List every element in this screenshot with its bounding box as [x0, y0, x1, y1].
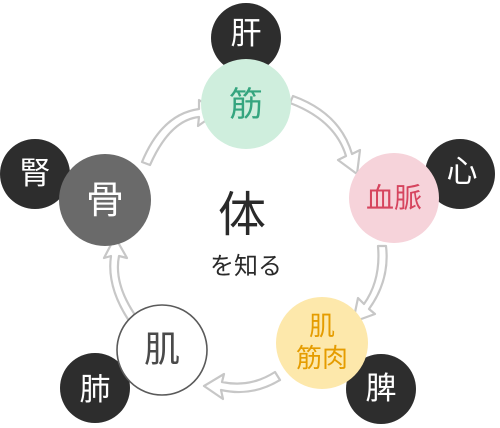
node-kidney: 腎 骨	[0, 139, 151, 246]
arrow-bottom-right-to-bottom-left	[202, 370, 282, 401]
node-spleen: 脾 肌 筋肉	[276, 297, 416, 424]
arrow-right-to-bottom-right	[351, 244, 388, 324]
arrow-top-to-right	[288, 94, 362, 176]
center-title: 体	[218, 187, 266, 243]
organ-label-kidney: 腎	[20, 156, 51, 192]
element-label-skin: 肌	[309, 312, 335, 342]
organ-label-lung: 肺	[80, 372, 111, 408]
element-circle-skin-muscle	[276, 297, 368, 389]
organ-badge-heart	[425, 139, 495, 209]
element-label-muscle-flesh: 筋肉	[296, 344, 348, 374]
organ-badge-liver	[211, 3, 281, 73]
organ-badge-spleen	[346, 354, 416, 424]
element-label-muscle: 筋	[229, 85, 263, 125]
center-subtitle: を知る	[210, 252, 282, 280]
element-circle-skin	[116, 304, 208, 396]
element-circle-blood-vessels	[349, 153, 439, 243]
organ-badge-kidney	[0, 139, 70, 209]
arrow-left-to-top	[140, 98, 220, 167]
element-circle-bone	[59, 154, 151, 246]
arrow-bottom-left-to-left	[102, 235, 142, 330]
element-circle-muscle	[201, 59, 291, 149]
node-lung: 肺 肌	[60, 304, 208, 423]
element-label-blood-vessels: 血脈	[366, 182, 422, 215]
node-heart: 心 血脈	[349, 139, 495, 243]
element-label-skin-lung: 肌	[144, 330, 180, 371]
organ-label-spleen: 脾	[366, 371, 397, 407]
organ-badge-lung	[60, 353, 130, 423]
node-liver: 肝 筋	[201, 3, 291, 149]
organ-label-liver: 肝	[231, 16, 262, 52]
element-label-bone: 骨	[86, 178, 124, 222]
organ-label-heart: 心	[447, 154, 478, 190]
